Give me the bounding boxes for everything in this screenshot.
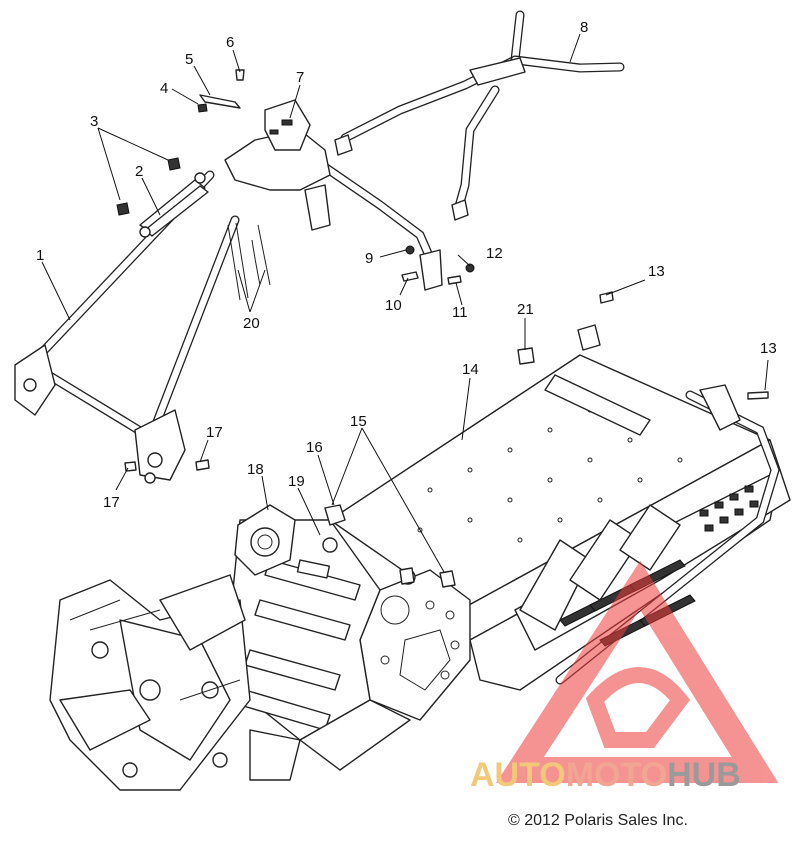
callout-2: 2 bbox=[135, 163, 143, 180]
copyright-notice: © 2012 Polaris Sales Inc. bbox=[508, 812, 688, 829]
watermark-brand-text: AUTOMOTOHUB bbox=[470, 756, 741, 795]
front-a-frame bbox=[14, 170, 249, 484]
callout-6: 6 bbox=[226, 34, 234, 51]
callout-17-right: 17 bbox=[206, 424, 223, 441]
callout-18: 18 bbox=[247, 461, 264, 478]
callout-13-upper: 13 bbox=[648, 263, 665, 280]
rear-y-brace bbox=[334, 10, 625, 221]
callout-19: 19 bbox=[288, 473, 305, 490]
callout-7: 7 bbox=[296, 69, 304, 86]
callout-20: 20 bbox=[243, 315, 260, 332]
steering-support-bracket bbox=[234, 504, 296, 576]
callout-13-lower: 13 bbox=[760, 340, 777, 357]
callout-4: 4 bbox=[160, 80, 168, 97]
strut bbox=[139, 172, 209, 238]
callout-14: 14 bbox=[462, 361, 479, 378]
brand-moto: MOTO bbox=[565, 756, 668, 794]
brand-hub: HUB bbox=[667, 756, 741, 794]
brand-auto: AUTO bbox=[470, 756, 566, 794]
callout-1: 1 bbox=[36, 247, 44, 264]
lower-brace-rod bbox=[251, 224, 271, 286]
tunnel-side-vents bbox=[699, 485, 759, 532]
callout-21: 21 bbox=[517, 301, 534, 318]
callout-8: 8 bbox=[580, 19, 588, 36]
leader-lines bbox=[41, 33, 769, 573]
upper-steering-hoop bbox=[224, 99, 443, 291]
watermark-logo-mark bbox=[496, 560, 779, 783]
callout-3: 3 bbox=[90, 113, 98, 130]
chassis-tunnel bbox=[329, 354, 791, 691]
callout-16: 16 bbox=[306, 439, 323, 456]
callout-5: 5 bbox=[185, 51, 193, 68]
callout-12: 12 bbox=[486, 245, 503, 262]
callout-17-left: 17 bbox=[103, 494, 120, 511]
callout-numbers: 1 2 3 4 5 6 7 8 9 10 11 12 13 13 14 15 1… bbox=[36, 19, 777, 511]
callout-15: 15 bbox=[350, 413, 367, 430]
callout-10: 10 bbox=[385, 297, 402, 314]
fasteners bbox=[116, 69, 769, 588]
callout-9: 9 bbox=[365, 250, 373, 267]
front-suspension-frame bbox=[49, 574, 411, 791]
callout-11: 11 bbox=[452, 304, 468, 321]
